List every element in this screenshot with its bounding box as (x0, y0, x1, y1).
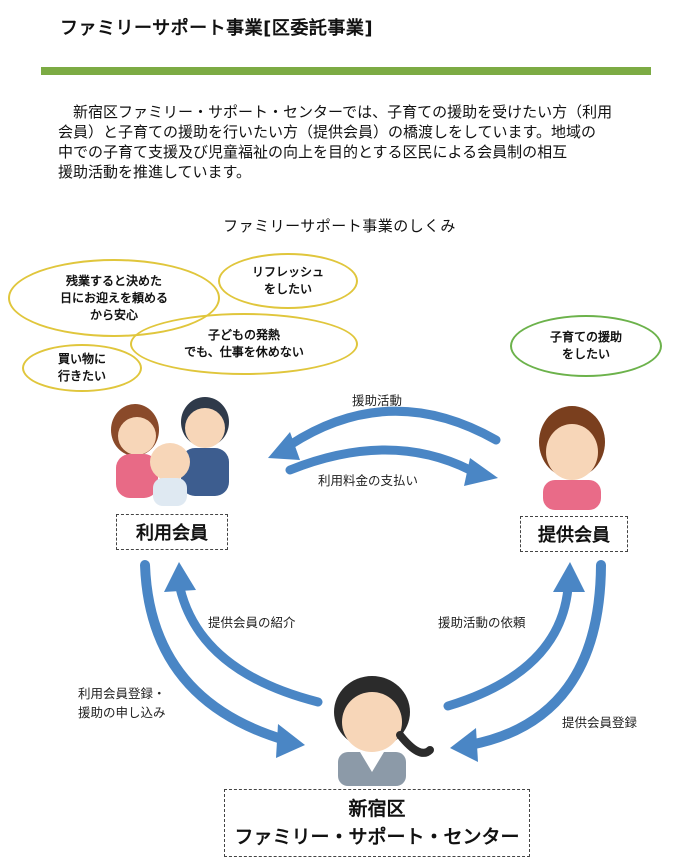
bubble-overtime-text: 残業すると決めた 日にお迎えを頼める から安心 (59, 273, 168, 322)
bubble-fever: 子どもの発熱 でも、仕事を休めない (130, 313, 358, 375)
activity-request-arrowhead (553, 562, 585, 592)
bubble-refresh-text: リフレッシュ をしたい (251, 265, 324, 296)
bubble-fever-text: 子どもの発熱 でも、仕事を休めない (184, 328, 304, 359)
provider-member-label: 提供会員 (538, 525, 610, 546)
provider-intro-label: 提供会員の紹介 (208, 615, 296, 630)
provider-registration-arrow (465, 560, 606, 750)
center-box: 新宿区 ファミリー・サポート・センター (224, 789, 530, 857)
bubble-overtime: 残業すると決めた 日にお迎えを頼める から安心 (8, 259, 220, 337)
intro-line: 新宿区ファミリー・サポート・センターでは、子育ての援助を受けたい方（利用 (58, 103, 613, 121)
center-staff-illustration (334, 676, 434, 786)
intro-line: 援助活動を推進しています。 (58, 163, 252, 181)
fee-payment-arrow (285, 445, 475, 475)
provider-illustration (539, 406, 605, 510)
support-activity-arrowhead (268, 432, 300, 460)
provider-registration-arrowhead (450, 728, 478, 762)
bubble-provider-wish-text: 子育ての援助 をしたい (549, 330, 622, 361)
diagram-title: ファミリーサポート事業のしくみ (223, 217, 456, 235)
user-registration-arrow (140, 560, 290, 745)
support-activity-arrow (285, 406, 501, 450)
activity-request-label: 援助活動の依頼 (438, 615, 526, 630)
user-member-box: 利用会員 (116, 514, 228, 550)
center-label: 新宿区 ファミリー・サポート・センター (234, 798, 520, 848)
provider-member-box: 提供会員 (520, 516, 628, 552)
user-registration-arrowhead (276, 724, 305, 758)
fee-payment-arrowhead (464, 458, 498, 486)
provider-intro-arrowhead (164, 562, 196, 592)
page-title: ファミリーサポート事業[区委託事業] (60, 18, 374, 39)
support-activity-label: 援助活動 (352, 393, 403, 408)
title-divider (41, 67, 651, 75)
user-member-label: 利用会員 (136, 523, 208, 544)
provider-intro-arrow (175, 583, 323, 707)
intro-line: 中での子育て支援及び児童福祉の向上を目的とする区民による会員制の相互 (58, 143, 568, 161)
bubble-provider-wish: 子育ての援助 をしたい (510, 315, 662, 377)
bubble-shopping: 買い物に 行きたい (22, 344, 142, 392)
user-registration-label: 利用会員登録・ 援助の申し込み (78, 686, 166, 720)
bubble-shopping-text: 買い物に 行きたい (57, 352, 106, 383)
provider-registration-label: 提供会員登録 (562, 715, 638, 730)
family-illustration (111, 397, 229, 506)
bubble-refresh: リフレッシュ をしたい (218, 253, 358, 309)
intro-paragraph: 新宿区ファミリー・サポート・センターでは、子育ての援助を受けたい方（利用 会員）… (58, 102, 648, 182)
intro-line: 会員）と子育ての援助を行いたい方（提供会員）の橋渡しをしています。地域の (58, 123, 597, 141)
fee-payment-label: 利用料金の支払い (318, 473, 419, 488)
activity-request-arrow (443, 583, 573, 711)
